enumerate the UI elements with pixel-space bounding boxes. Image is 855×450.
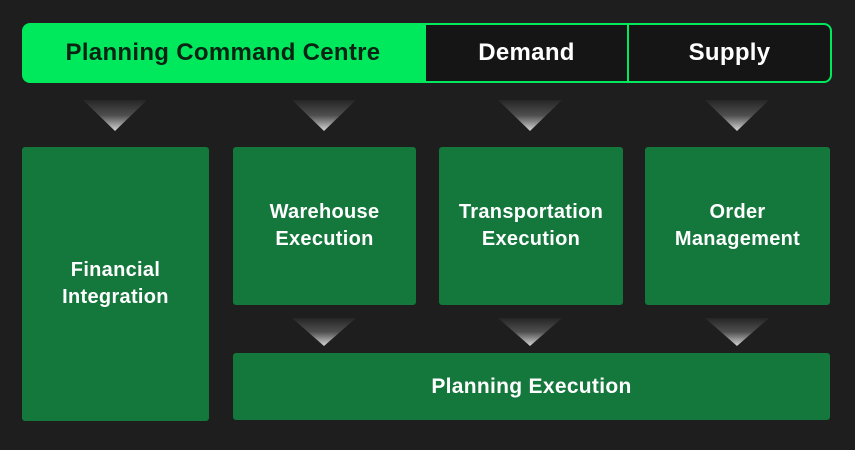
node-warehouse-execution-label: Warehouse Execution	[269, 201, 380, 250]
down-arrow-icon	[498, 318, 562, 346]
node-planning-execution: Planning Execution	[233, 353, 830, 420]
node-transportation-execution: Transportation Execution	[439, 147, 623, 305]
node-order-management-label: Order Management	[674, 201, 801, 250]
down-arrow-icon	[292, 318, 356, 346]
node-financial-integration: Financial Integration	[22, 147, 209, 421]
tab-supply[interactable]: Supply	[629, 25, 830, 81]
tab-group-demand-supply: Demand Supply	[424, 23, 832, 83]
node-planning-execution-label: Planning Execution	[431, 374, 632, 398]
tab-demand[interactable]: Demand	[426, 25, 629, 81]
tab-supply-label: Supply	[688, 39, 771, 66]
node-financial-integration-label: Financial Integration	[62, 259, 169, 308]
down-arrow-icon	[292, 100, 356, 131]
down-arrow-icon	[83, 100, 147, 131]
down-arrow-icon	[705, 100, 769, 131]
down-arrow-icon	[498, 100, 562, 131]
tab-demand-label: Demand	[478, 39, 575, 66]
node-warehouse-execution: Warehouse Execution	[233, 147, 416, 305]
tab-planning-command-centre[interactable]: Planning Command Centre	[22, 23, 424, 83]
node-order-management: Order Management	[645, 147, 830, 305]
down-arrow-icon	[705, 318, 769, 346]
tab-planning-command-centre-label: Planning Command Centre	[65, 39, 381, 66]
node-transportation-execution-label: Transportation Execution	[458, 201, 604, 250]
